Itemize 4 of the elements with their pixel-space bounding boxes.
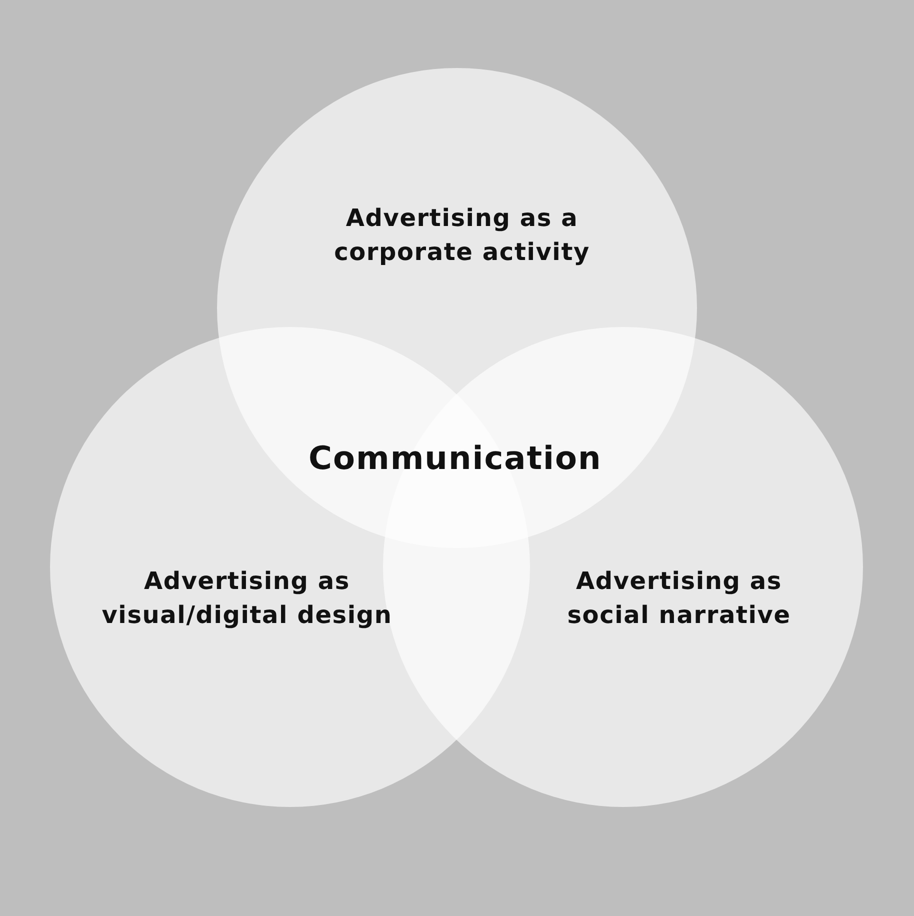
circle-label: Advertising as visual/digital design — [100, 566, 394, 631]
circle-label: Advertising as a corporate activity — [333, 203, 591, 268]
circle-label: Advertising as social narrative — [566, 566, 792, 631]
center-label: Communication — [308, 438, 602, 479]
